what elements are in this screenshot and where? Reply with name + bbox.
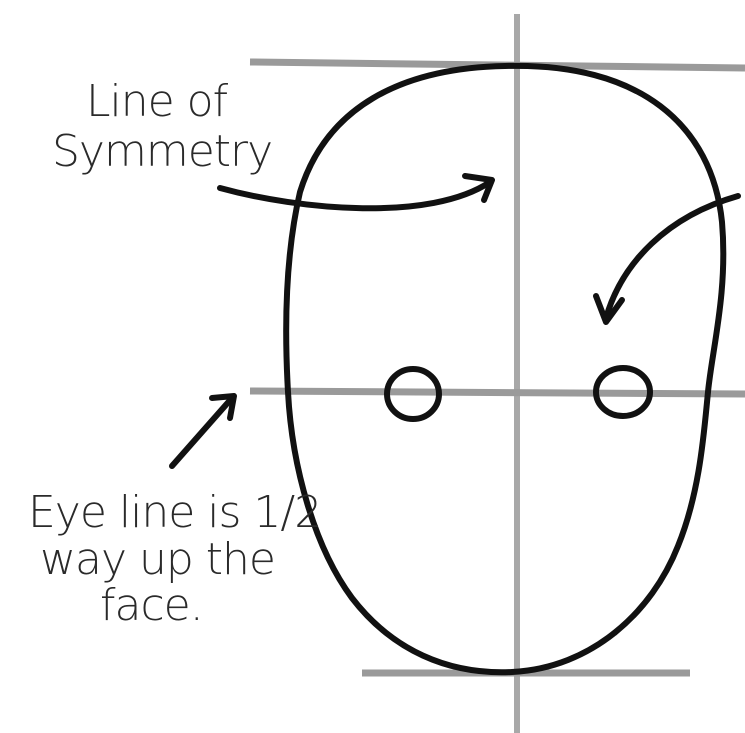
- face-outline: [283, 62, 727, 676]
- symmetry-arrowhead: [462, 173, 495, 203]
- left-eye: [384, 366, 442, 422]
- eye-line-label-line2: way up the: [40, 534, 275, 585]
- eye-line-label-line3: face.: [100, 580, 203, 631]
- symmetry-arrow: [217, 179, 493, 212]
- eye-line-guide: [249, 387, 745, 398]
- right-eye: [593, 365, 653, 419]
- symmetry-label-line2: Symmetry: [52, 126, 272, 177]
- eye-line-arrow: [169, 395, 235, 469]
- eye-pointer-arrowhead: [593, 293, 625, 325]
- eye-line-label-line1: Eye line is 1/2: [28, 487, 321, 538]
- eye-pointer-arrow: [603, 193, 741, 321]
- symmetry-label-line1: Line of: [86, 76, 229, 127]
- eye-line-arrowhead: [209, 393, 237, 421]
